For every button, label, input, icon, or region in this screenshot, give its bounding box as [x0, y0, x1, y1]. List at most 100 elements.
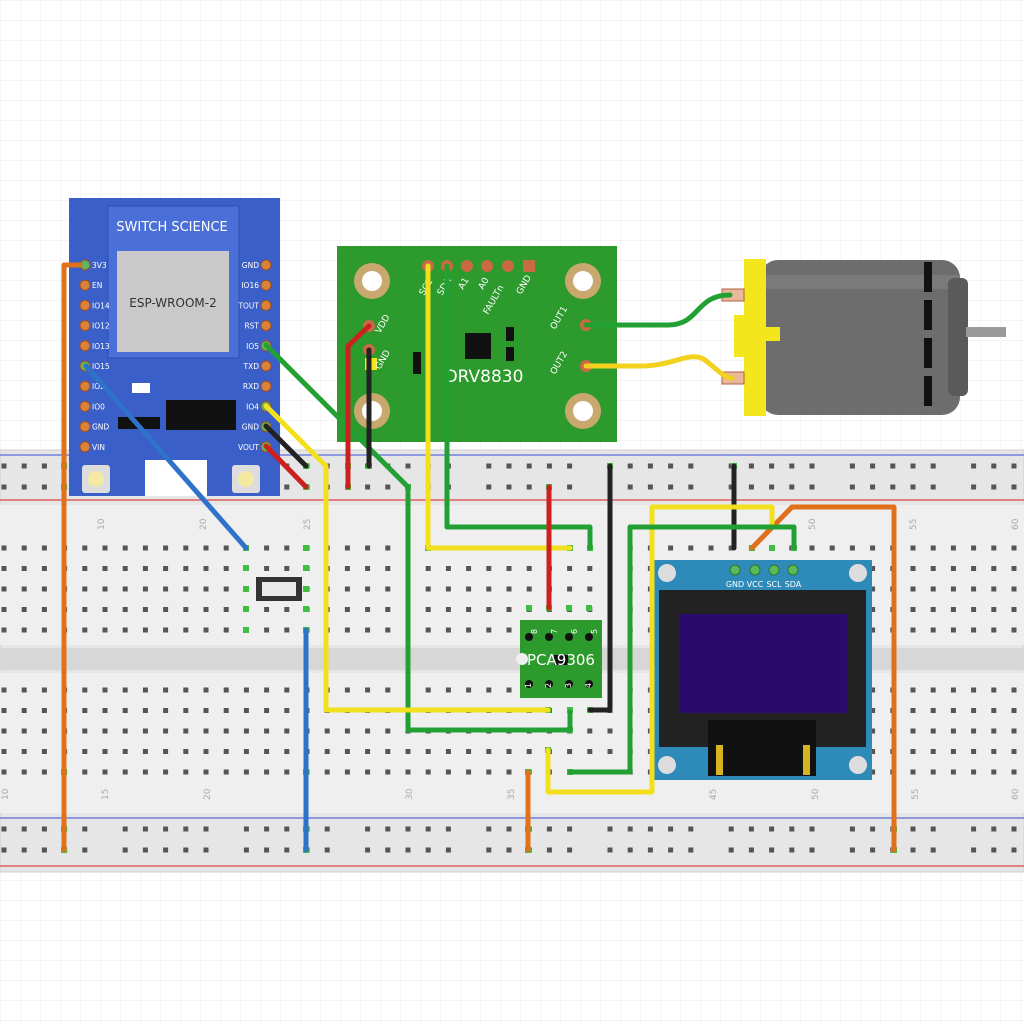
breadboard-hole[interactable]	[163, 627, 169, 633]
breadboard-hole[interactable]	[183, 769, 189, 775]
breadboard-hole[interactable]	[405, 826, 411, 832]
breadboard-hole[interactable]	[425, 687, 431, 693]
breadboard-hole[interactable]	[223, 708, 229, 713]
breadboard-hole[interactable]	[264, 545, 270, 551]
breadboard-hole[interactable]	[991, 566, 997, 571]
wire-green-oled-sda[interactable]	[567, 524, 797, 775]
breadboard-hole[interactable]	[668, 847, 674, 853]
breadboard-hole[interactable]	[385, 607, 391, 612]
breadboard-hole[interactable]	[284, 728, 290, 734]
breadboard-hole[interactable]	[829, 545, 835, 551]
breadboard-hole[interactable]	[567, 586, 573, 592]
breadboard-hole[interactable]	[344, 728, 350, 734]
breadboard-hole[interactable]	[183, 627, 189, 633]
breadboard-hole[interactable]	[627, 484, 633, 490]
pca-pin[interactable]	[565, 680, 573, 688]
breadboard-hole[interactable]	[344, 586, 350, 592]
breadboard-hole[interactable]	[41, 586, 47, 592]
breadboard-hole[interactable]	[1, 826, 7, 832]
breadboard-hole[interactable]	[910, 627, 916, 633]
breadboard-hole[interactable]	[1, 847, 7, 853]
breadboard-hole[interactable]	[41, 484, 47, 490]
breadboard-hole[interactable]	[991, 847, 997, 853]
breadboard-hole[interactable]	[405, 769, 411, 775]
breadboard-hole[interactable]	[203, 728, 209, 734]
breadboard-hole[interactable]	[587, 586, 593, 592]
pca-pin[interactable]	[565, 633, 573, 641]
breadboard-hole[interactable]	[82, 847, 88, 853]
breadboard-hole[interactable]	[991, 826, 997, 832]
breadboard-hole[interactable]	[122, 627, 128, 633]
breadboard-hole[interactable]	[506, 463, 512, 469]
breadboard-hole[interactable]	[122, 847, 128, 853]
pca-pin[interactable]	[525, 633, 533, 641]
breadboard-hole[interactable]	[1, 769, 7, 775]
breadboard-hole[interactable]	[243, 769, 249, 775]
breadboard-hole[interactable]	[344, 769, 350, 775]
oled-pin[interactable]	[749, 564, 761, 576]
breadboard-hole[interactable]	[21, 826, 27, 832]
breadboard-hole[interactable]	[142, 687, 148, 693]
breadboard-hole[interactable]	[486, 769, 492, 775]
wire-yellow-io4[interactable]	[263, 403, 551, 713]
breadboard-hole[interactable]	[21, 586, 27, 592]
breadboard-hole[interactable]	[1011, 708, 1017, 713]
breadboard-hole[interactable]	[526, 463, 532, 469]
breadboard-hole[interactable]	[567, 847, 573, 853]
push-button-cap[interactable]	[262, 582, 296, 596]
breadboard-hole[interactable]	[142, 826, 148, 832]
breadboard-hole[interactable]	[546, 826, 552, 832]
breadboard-hole[interactable]	[1011, 463, 1017, 469]
breadboard-hole[interactable]	[163, 826, 169, 832]
breadboard-hole[interactable]	[142, 728, 148, 734]
breadboard-hole[interactable]	[567, 484, 573, 490]
breadboard-hole[interactable]	[971, 607, 977, 612]
breadboard-hole[interactable]	[324, 847, 330, 853]
breadboard-hole[interactable]	[526, 586, 532, 592]
breadboard-hole-connected[interactable]	[526, 605, 532, 611]
breadboard-hole[interactable]	[526, 566, 532, 571]
pca-pin[interactable]	[545, 680, 553, 688]
breadboard-hole[interactable]	[789, 463, 795, 469]
breadboard-hole[interactable]	[668, 545, 674, 551]
breadboard-hole[interactable]	[82, 687, 88, 693]
breadboard-hole[interactable]	[183, 728, 189, 734]
breadboard-hole[interactable]	[284, 708, 290, 713]
breadboard-hole[interactable]	[223, 728, 229, 734]
breadboard-hole[interactable]	[506, 769, 512, 775]
breadboard-hole[interactable]	[82, 566, 88, 571]
breadboard-hole[interactable]	[1011, 769, 1017, 775]
breadboard-hole[interactable]	[506, 826, 512, 832]
breadboard-hole[interactable]	[688, 826, 694, 832]
breadboard-hole[interactable]	[870, 749, 876, 754]
breadboard-hole[interactable]	[546, 847, 552, 853]
breadboard-hole[interactable]	[445, 687, 451, 693]
breadboard-hole[interactable]	[688, 847, 694, 853]
breadboard-hole[interactable]	[82, 708, 88, 713]
breadboard-hole[interactable]	[82, 627, 88, 633]
breadboard-hole[interactable]	[789, 484, 795, 490]
breadboard-hole-connected[interactable]	[243, 606, 249, 612]
breadboard-hole[interactable]	[950, 749, 956, 754]
breadboard-hole[interactable]	[82, 545, 88, 551]
breadboard-hole[interactable]	[264, 769, 270, 775]
breadboard-hole[interactable]	[365, 627, 371, 633]
breadboard-hole[interactable]	[324, 728, 330, 734]
breadboard-hole[interactable]	[203, 627, 209, 633]
breadboard-hole[interactable]	[385, 749, 391, 754]
breadboard-hole[interactable]	[890, 463, 896, 469]
wire-black-esp-gnd[interactable]	[263, 423, 309, 469]
breadboard-hole[interactable]	[122, 566, 128, 571]
breadboard-hole[interactable]	[870, 484, 876, 490]
breadboard-hole[interactable]	[870, 728, 876, 734]
breadboard-hole[interactable]	[284, 627, 290, 633]
breadboard-hole[interactable]	[142, 545, 148, 551]
wire-yellow-oled-scl[interactable]	[545, 504, 775, 795]
breadboard-hole-connected[interactable]	[303, 606, 309, 612]
breadboard-hole[interactable]	[1011, 749, 1017, 754]
breadboard-hole[interactable]	[930, 749, 936, 754]
breadboard-hole[interactable]	[41, 687, 47, 693]
breadboard-hole[interactable]	[385, 769, 391, 775]
breadboard-hole[interactable]	[344, 545, 350, 551]
breadboard-hole[interactable]	[163, 687, 169, 693]
